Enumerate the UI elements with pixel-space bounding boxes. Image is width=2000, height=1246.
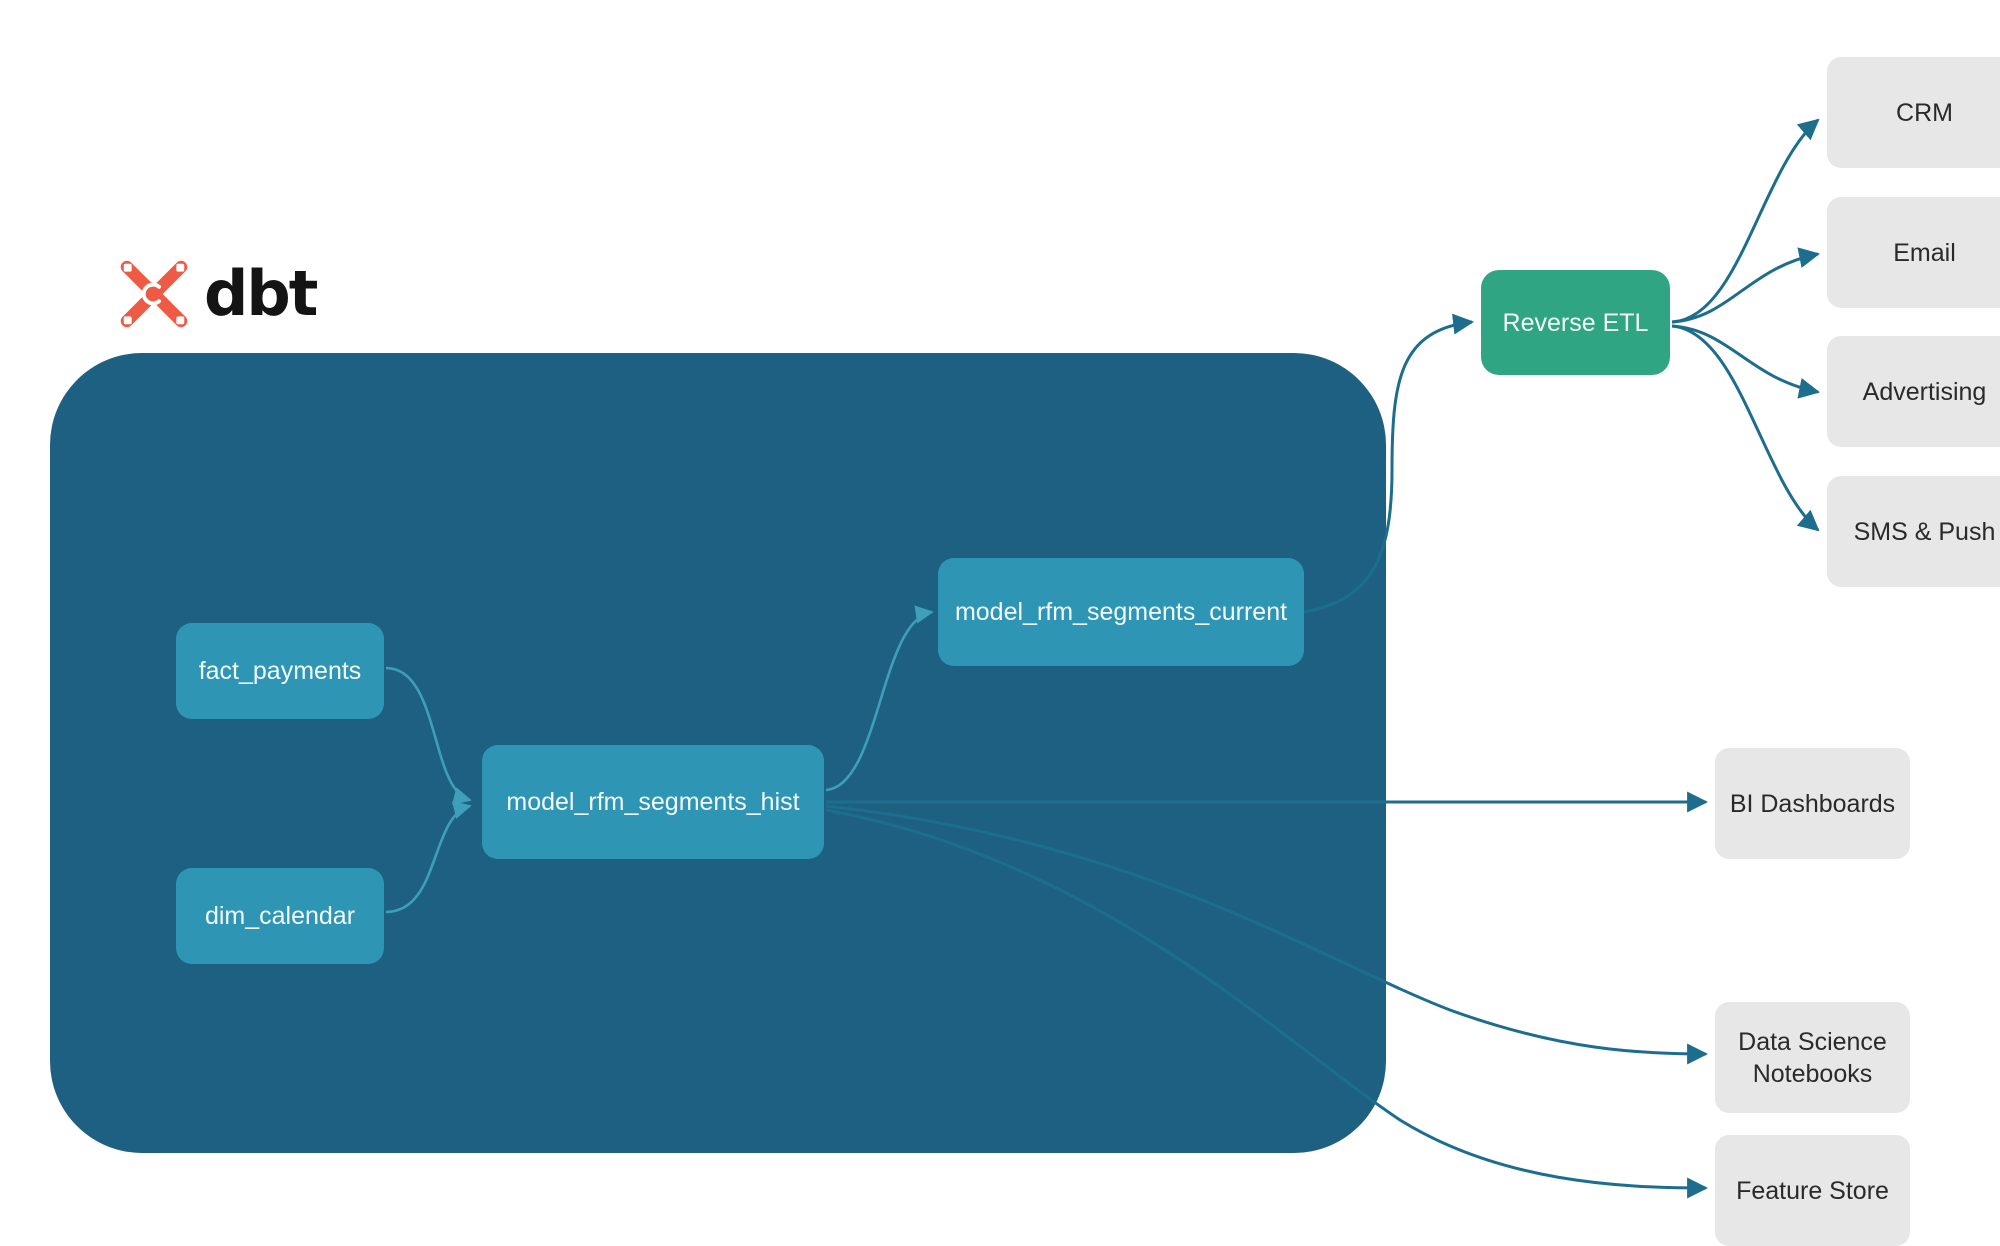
consumer-node-data-science-notebooks[interactable]: Data Science Notebooks (1715, 1002, 1910, 1113)
edge-reverse-etl-to-email (1671, 247, 1821, 324)
consumer-node-email[interactable]: Email (1827, 197, 2000, 308)
consumer-node-advertising[interactable]: Advertising (1827, 336, 2000, 447)
consumer-node-label: Data Science Notebooks (1738, 1027, 1887, 1088)
model-node-model-rfm-segments-hist[interactable]: model_rfm_segments_hist (482, 745, 824, 859)
model-node-label: model_rfm_segments_hist (506, 788, 800, 816)
consumer-node-label: BI Dashboards (1729, 789, 1896, 818)
model-node-model-rfm-segments-current[interactable]: model_rfm_segments_current (938, 558, 1304, 666)
consumer-node-label: SMS & Push (1853, 517, 1996, 546)
reverse-etl-label: Reverse ETL (1502, 308, 1649, 337)
model-node-dim-calendar[interactable]: dim_calendar (176, 868, 384, 964)
edge-reverse-etl-to-crm (1671, 118, 1820, 324)
model-node-label: model_rfm_segments_current (954, 598, 1288, 626)
model-node-label: fact_payments (198, 657, 362, 685)
consumer-node-label: CRM (1896, 98, 1953, 127)
consumer-node-bi-dashboards[interactable]: BI Dashboards (1715, 748, 1910, 859)
model-node-label: dim_calendar (204, 902, 356, 930)
consumer-node-label: Email (1893, 238, 1956, 267)
consumer-node-label: Feature Store (1736, 1176, 1889, 1205)
model-node-fact-payments[interactable]: fact_payments (176, 623, 384, 719)
edge-reverse-etl-to-advertising (1671, 324, 1821, 399)
dbt-logo-icon (118, 258, 190, 330)
dbt-wordmark: dbt (204, 257, 318, 330)
edge-reverse-etl-to-sms-push (1671, 324, 1820, 532)
dbt-brand-logo: dbt (118, 257, 318, 330)
consumer-node-crm[interactable]: CRM (1827, 57, 2000, 168)
consumer-node-sms-push[interactable]: SMS & Push (1827, 476, 2000, 587)
reverse-etl-node[interactable]: Reverse ETL (1481, 270, 1670, 375)
consumer-node-label: Advertising (1862, 377, 1987, 406)
consumer-node-feature-store[interactable]: Feature Store (1715, 1135, 1910, 1246)
